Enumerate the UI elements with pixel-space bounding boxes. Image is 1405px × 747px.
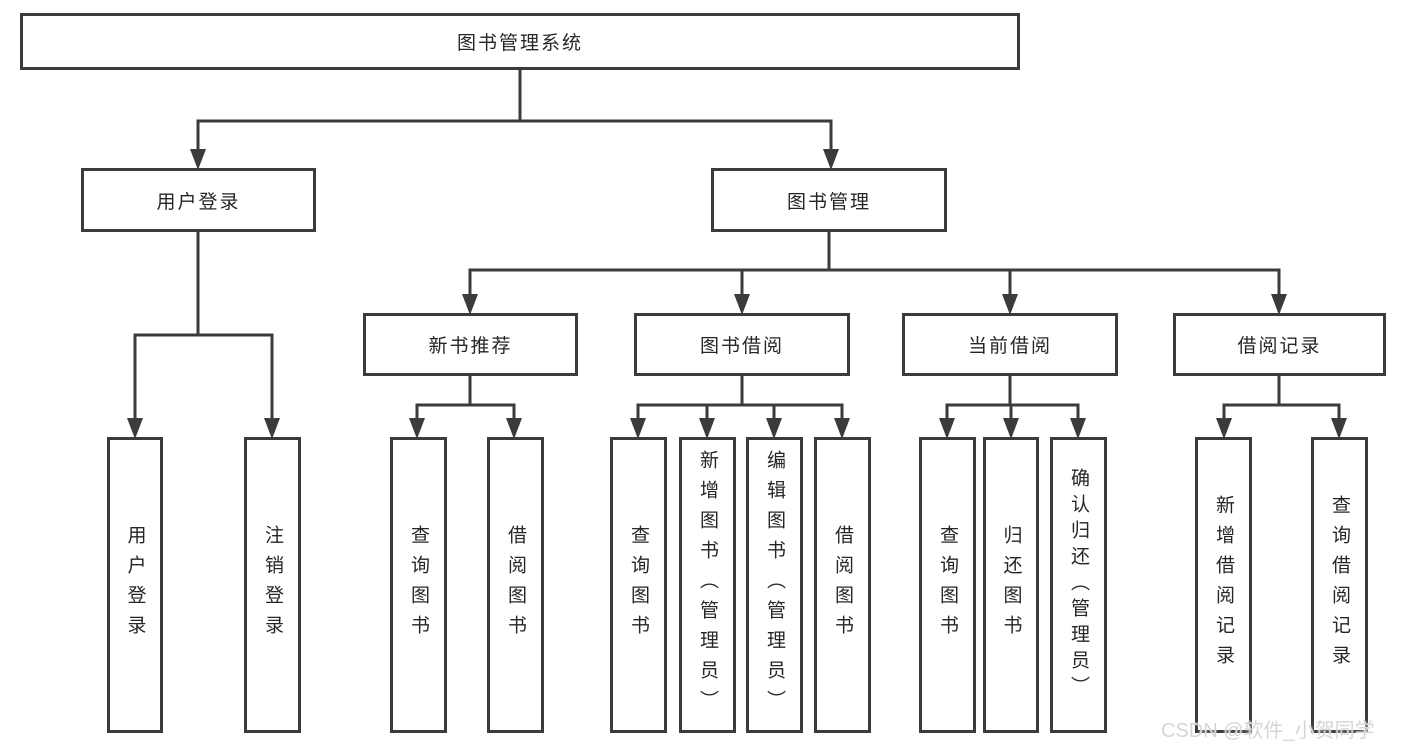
leaf-current-query-books: 查询图书 <box>919 437 976 733</box>
leaf-return-books: 归还图书 <box>983 437 1039 733</box>
node-book-management: 图书管理 <box>711 168 947 232</box>
node-label: 归还图书 <box>1000 525 1022 645</box>
leaf-borrow-books: 借阅图书 <box>814 437 871 733</box>
node-book-borrow: 图书借阅 <box>634 313 850 376</box>
node-label: 查询借阅记录 <box>1329 495 1350 675</box>
node-label: 确认归还（管理员） <box>1068 468 1089 702</box>
node-label: 查询图书 <box>937 525 958 645</box>
node-label: 图书管理 <box>786 191 871 213</box>
node-label: 用户登录 <box>124 525 146 645</box>
leaf-add-books-admin: 新增图书（管理员） <box>679 437 736 733</box>
leaf-borrow-query-books: 查询图书 <box>610 437 667 733</box>
csdn-watermark: CSDN @软件_小贺同学 <box>1161 720 1375 742</box>
node-label: 注销登录 <box>262 525 283 645</box>
node-label: 图书借阅 <box>699 336 784 357</box>
node-label: 新增借阅记录 <box>1213 495 1234 675</box>
node-label: 新书推荐 <box>428 336 513 357</box>
leaf-add-borrow-record: 新增借阅记录 <box>1195 437 1252 733</box>
arrowheads <box>127 149 1347 439</box>
leaf-query-borrow-record: 查询借阅记录 <box>1311 437 1368 733</box>
leaf-edit-books-admin: 编辑图书（管理员） <box>746 437 803 733</box>
node-label: 用户登录 <box>156 191 241 213</box>
node-label: 编辑图书（管理员） <box>764 450 785 720</box>
leaf-recommend-query-books: 查询图书 <box>390 437 447 733</box>
leaf-user-login: 用户登录 <box>107 437 163 733</box>
node-user-login: 用户登录 <box>81 168 316 232</box>
node-label: 新增图书（管理员） <box>697 450 718 720</box>
node-label: 借阅图书 <box>505 525 526 645</box>
node-current-borrow: 当前借阅 <box>902 313 1118 376</box>
node-label: 图书管理系统 <box>456 33 583 54</box>
node-label: 查询图书 <box>408 525 429 645</box>
leaf-logout: 注销登录 <box>244 437 301 733</box>
leaf-confirm-return-admin: 确认归还（管理员） <box>1050 437 1107 733</box>
node-label: 当前借阅 <box>967 336 1052 357</box>
node-label: 查询图书 <box>628 525 649 645</box>
leaf-recommend-borrow-books: 借阅图书 <box>487 437 544 733</box>
node-root-library-system: 图书管理系统 <box>20 13 1020 70</box>
node-new-book-recommend: 新书推荐 <box>363 313 578 376</box>
node-label: 借阅记录 <box>1237 336 1322 357</box>
node-label: 借阅图书 <box>832 525 853 645</box>
node-borrow-records: 借阅记录 <box>1173 313 1386 376</box>
